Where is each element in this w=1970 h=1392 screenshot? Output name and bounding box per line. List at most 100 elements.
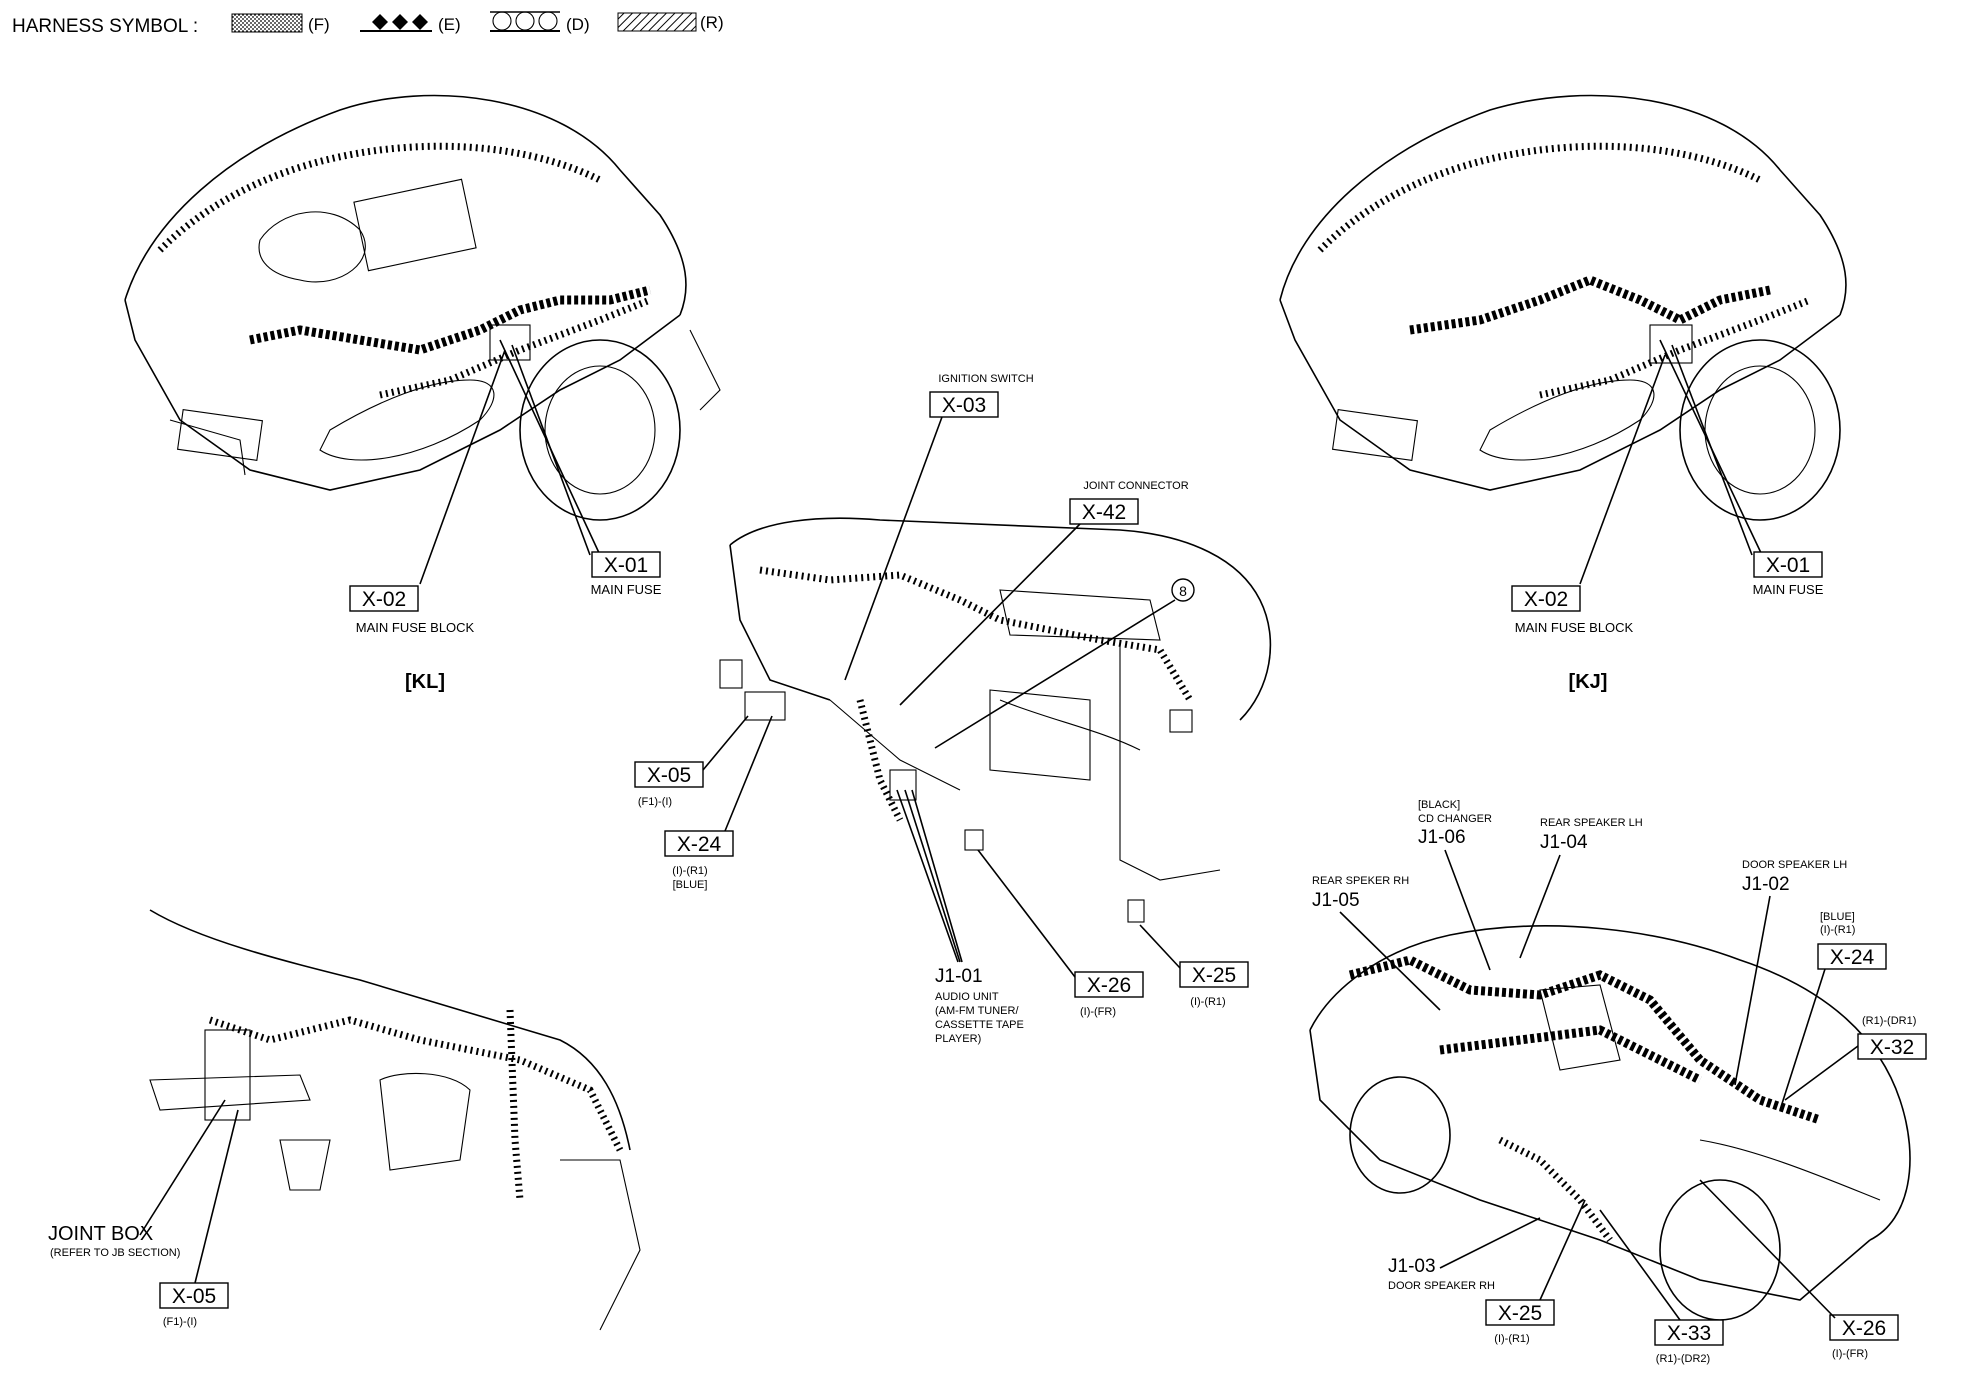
j101-leader-c <box>911 789 963 963</box>
dash-harness-main <box>759 566 1194 702</box>
x26-dash-leader <box>977 849 1076 978</box>
hood-outline-kj <box>1279 94 1847 316</box>
connector-x02-kj <box>1511 585 1581 612</box>
x01-kl-label: X-01 <box>604 554 648 577</box>
body-harness-view: [BLACK] CD CHANGER J1-06 REAR SPEAKER LH… <box>1309 799 1927 1365</box>
jb-heater-unit <box>379 1072 471 1171</box>
body-harness-floor <box>1439 1025 1703 1085</box>
license-plate-kj <box>1331 409 1419 461</box>
headlamp-outline <box>319 379 495 461</box>
x42-caption: JOINT CONNECTOR <box>1083 480 1188 492</box>
x26-body-label: X-26 <box>1842 1317 1886 1340</box>
x25-dash-label: X-25 <box>1192 964 1236 987</box>
x05-dash-code: (F1)-(I) <box>638 796 672 808</box>
engine-harness-upper-kj <box>1317 142 1762 253</box>
x26-dash-code: (I)-(FR) <box>1080 1006 1116 1018</box>
rear-seat <box>1539 984 1621 1071</box>
ground-point-8 <box>1171 578 1195 602</box>
x25-dash-code: (I)-(R1) <box>1190 996 1225 1008</box>
x24-body-label: X-24 <box>1830 946 1875 969</box>
kl-view-title: [KL] <box>405 671 445 693</box>
x42-label: X-42 <box>1082 501 1126 524</box>
x32-body-leader <box>1784 1045 1859 1101</box>
connector-x03 <box>929 391 999 418</box>
j101-leader-a <box>896 789 959 963</box>
center-panel <box>989 689 1091 781</box>
engine-bay-kl-view: X-01 MAIN FUSE X-02 MAIN FUSE BLOCK [KL] <box>124 94 721 693</box>
connector-x26-dash <box>1074 971 1144 998</box>
dash-connector-right <box>1169 709 1193 733</box>
x24-body-code: (I)-(R1) <box>1820 924 1855 936</box>
dash-lower-line <box>829 699 961 791</box>
x01-kj-caption: MAIN FUSE <box>1753 582 1824 597</box>
x25-body-label: X-25 <box>1498 1302 1542 1325</box>
x24-dash-code: (I)-(R1) <box>672 865 707 877</box>
hatched-harness-icon <box>617 12 697 32</box>
x05-jb-label: X-05 <box>172 1285 216 1308</box>
x01-kl-caption: MAIN FUSE <box>591 582 662 597</box>
bumper-outline-kj <box>1279 299 1841 491</box>
j104-label: J1-04 <box>1540 832 1588 853</box>
rear-wheel <box>1349 1076 1451 1194</box>
x42-leader <box>899 523 1081 706</box>
dotted-harness-icon <box>231 13 303 33</box>
glovebox-outline <box>999 589 1161 641</box>
engine-harness-upper <box>157 142 602 253</box>
x32-body-code: (R1)-(DR1) <box>1862 1015 1916 1027</box>
x02-leader-kl <box>419 349 506 585</box>
x05-dash-label: X-05 <box>647 764 691 787</box>
bumper-outline <box>124 299 681 491</box>
dashboard-view: IGNITION SWITCH X-03 JOINT CONNECTOR X-4… <box>634 373 1272 1045</box>
x02-kl-caption: MAIN FUSE BLOCK <box>356 620 475 635</box>
body-roof-outline <box>1309 925 1911 1241</box>
connector-x01-kl <box>591 551 661 578</box>
body-harness-main <box>1348 955 1822 1125</box>
fender-line <box>689 329 721 411</box>
connector-x33-body <box>1654 1319 1724 1346</box>
connector-x05-jb <box>159 1282 229 1309</box>
headlamp-outline-kj <box>1479 379 1655 461</box>
jb-side-panel <box>560 1159 641 1331</box>
body-hood-line <box>1699 1139 1881 1201</box>
joint-box-leader <box>139 1099 226 1236</box>
jb-steering-column <box>149 1074 311 1111</box>
x01-leader-kl-b <box>499 339 601 556</box>
j105-label: J1-05 <box>1312 890 1360 911</box>
j102-label: J1-02 <box>1742 874 1790 895</box>
x26-body-code: (I)-(FR) <box>1832 1348 1868 1360</box>
connector-x26-body <box>1829 1314 1899 1341</box>
legend-code-d: (D) <box>566 15 590 34</box>
x25-dash-leader <box>1139 924 1181 969</box>
x05-jb-code: (F1)-(I) <box>163 1316 197 1328</box>
x01-leader-kj-b <box>1659 339 1763 556</box>
dash-connector-x26 <box>964 829 984 851</box>
dash-harness-drop <box>856 699 904 822</box>
x05-dash-leader <box>702 715 749 771</box>
jb-windshield-line <box>149 909 631 1151</box>
fuse-block-kj <box>1649 324 1693 364</box>
j106-caption: CD CHANGER <box>1418 813 1492 825</box>
dash-left-outline <box>729 544 831 701</box>
jb-pedal <box>279 1139 331 1191</box>
circle-harness-icon <box>490 11 560 32</box>
legend-title: HARNESS SYMBOL : <box>12 16 198 37</box>
x02-kj-caption: MAIN FUSE BLOCK <box>1515 620 1634 635</box>
j103-caption: DOOR SPEAKER RH <box>1388 1280 1495 1292</box>
x02-kl-label: X-02 <box>362 588 406 611</box>
license-plate <box>176 409 264 461</box>
console-line <box>999 699 1141 751</box>
engine-harness-main-kj <box>1409 275 1771 335</box>
j101-line-1: AUDIO UNIT <box>935 991 999 1003</box>
joint-box <box>204 1029 251 1121</box>
audio-unit-connectors <box>889 769 917 801</box>
j103-label: J1-03 <box>1388 1256 1436 1277</box>
dash-connector-left <box>719 659 743 689</box>
front-wheel-kj <box>1679 339 1841 521</box>
diamond-harness-icon <box>360 14 432 32</box>
j101-leader-b <box>904 789 961 963</box>
x03-caption: IGNITION SWITCH <box>938 373 1033 385</box>
jb-harness-main <box>208 1016 624 1152</box>
j102-leader <box>1734 895 1771 1086</box>
hood-outline <box>124 94 687 316</box>
